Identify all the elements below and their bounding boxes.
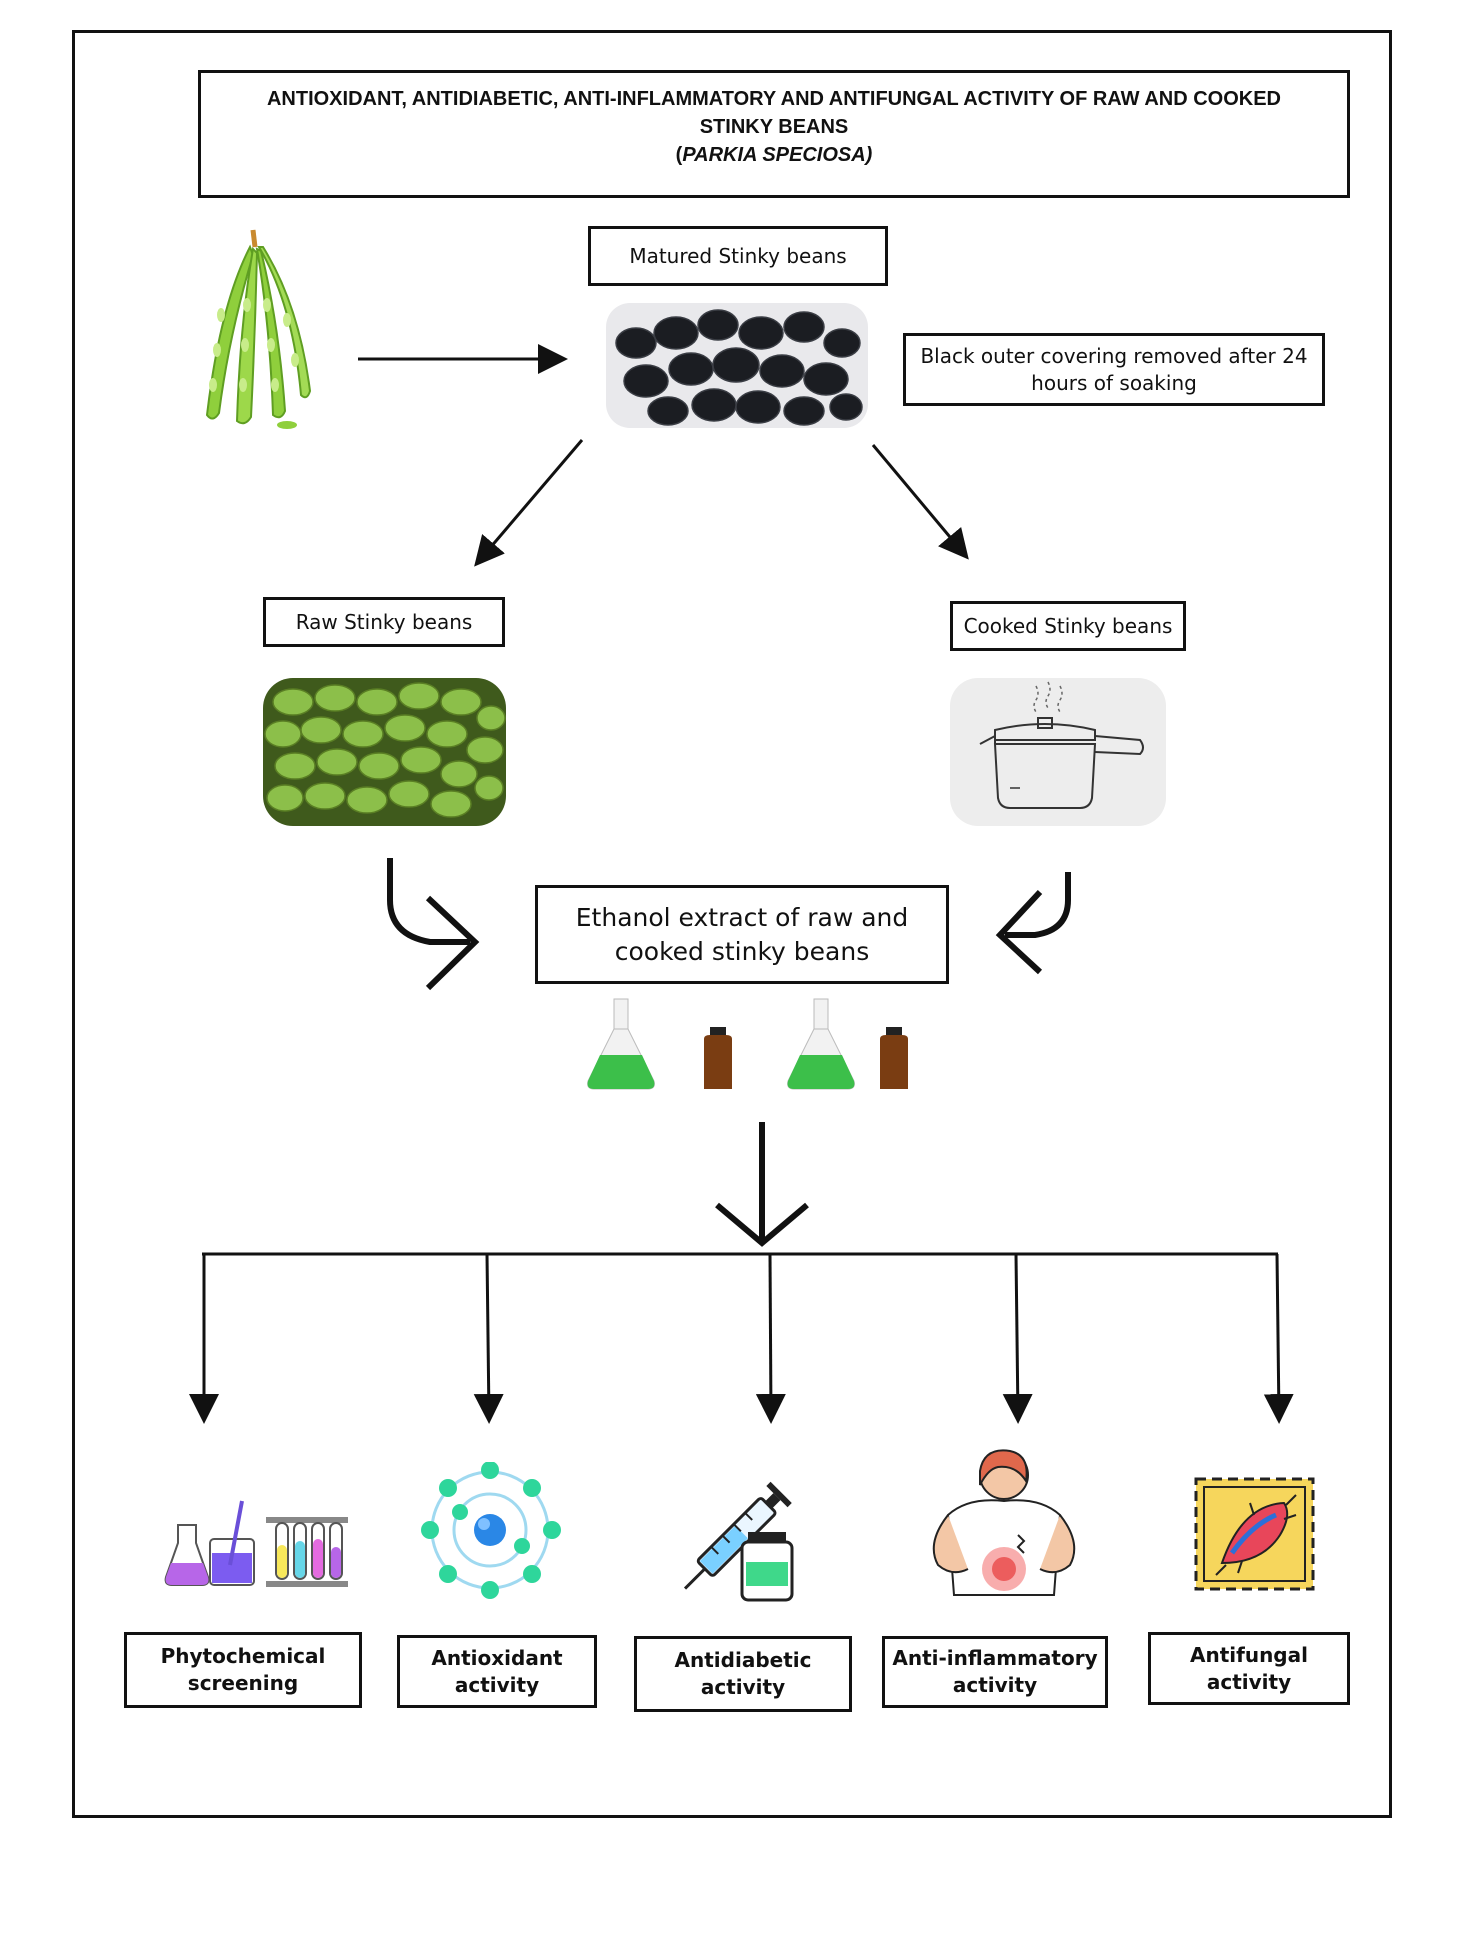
raw-beans-label: Raw Stinky beans: [263, 597, 505, 647]
scientific-name: PARKIA SPECIOSA): [682, 144, 873, 166]
curved-arrow-left-head: [425, 895, 480, 991]
title-line-1: ANTIOXIDANT, ANTIDIABETIC, ANTI-INFLAMMA…: [266, 88, 1282, 110]
branch-2: [473, 1253, 504, 1424]
activity-label-antioxidant: Antioxidant activity: [397, 1635, 597, 1708]
cooked-beans-label: Cooked Stinky beans: [950, 601, 1186, 651]
green-pods-image: [205, 229, 312, 429]
matured-beans-label: Matured Stinky beans: [588, 226, 888, 286]
arrow-down-main-head: [715, 1202, 809, 1247]
flask-1: [587, 998, 655, 1090]
title-box: ANTIOXIDANT, ANTIDIABETIC, ANTI-INFLAMMA…: [198, 70, 1350, 198]
activity-label-anti-inflammatory: Anti-inflammatory activity: [882, 1636, 1108, 1708]
ethanol-extract-label: Ethanol extract of raw and cooked stinky…: [535, 885, 949, 984]
diagram-frame: [72, 30, 1392, 1818]
activity-label-antidiabetic: Antidiabetic activity: [634, 1636, 852, 1712]
branch-3: [755, 1253, 786, 1424]
back-pain-icon: [932, 1449, 1076, 1596]
branch-5: [1263, 1253, 1294, 1424]
branch-4: [1002, 1253, 1033, 1424]
arrow-to-raw: [474, 439, 584, 567]
activity-label-phytochemical: Phytochemical screening: [124, 1632, 362, 1708]
atom-icon: [421, 1462, 561, 1599]
pressure-cooker-image: [950, 678, 1166, 826]
activity-label-antifungal: Antifungal activity: [1148, 1632, 1350, 1705]
insulin-syringe-icon: [683, 1481, 794, 1602]
black-beans-image: [606, 303, 868, 428]
curved-arrow-right-head: [995, 889, 1043, 975]
soaking-note-label: Black outer covering removed after 24 ho…: [903, 333, 1325, 406]
title-line-2: STINKY BEANS: [699, 116, 849, 138]
arrow-to-cooked: [871, 444, 969, 560]
raw-beans-image: [263, 678, 506, 826]
bottle-2: [880, 1027, 908, 1089]
bottle-1: [704, 1027, 732, 1089]
curved-arrow-left: [387, 858, 470, 945]
lab-glassware-icon: [164, 1500, 348, 1587]
flask-2: [787, 998, 855, 1090]
extract-flasks-image: [587, 998, 908, 1090]
title-line-3: (PARKIA SPECIOSA): [675, 144, 873, 166]
fungus-stamp-icon: [1194, 1477, 1315, 1591]
curved-arrow-right: [1005, 872, 1071, 938]
